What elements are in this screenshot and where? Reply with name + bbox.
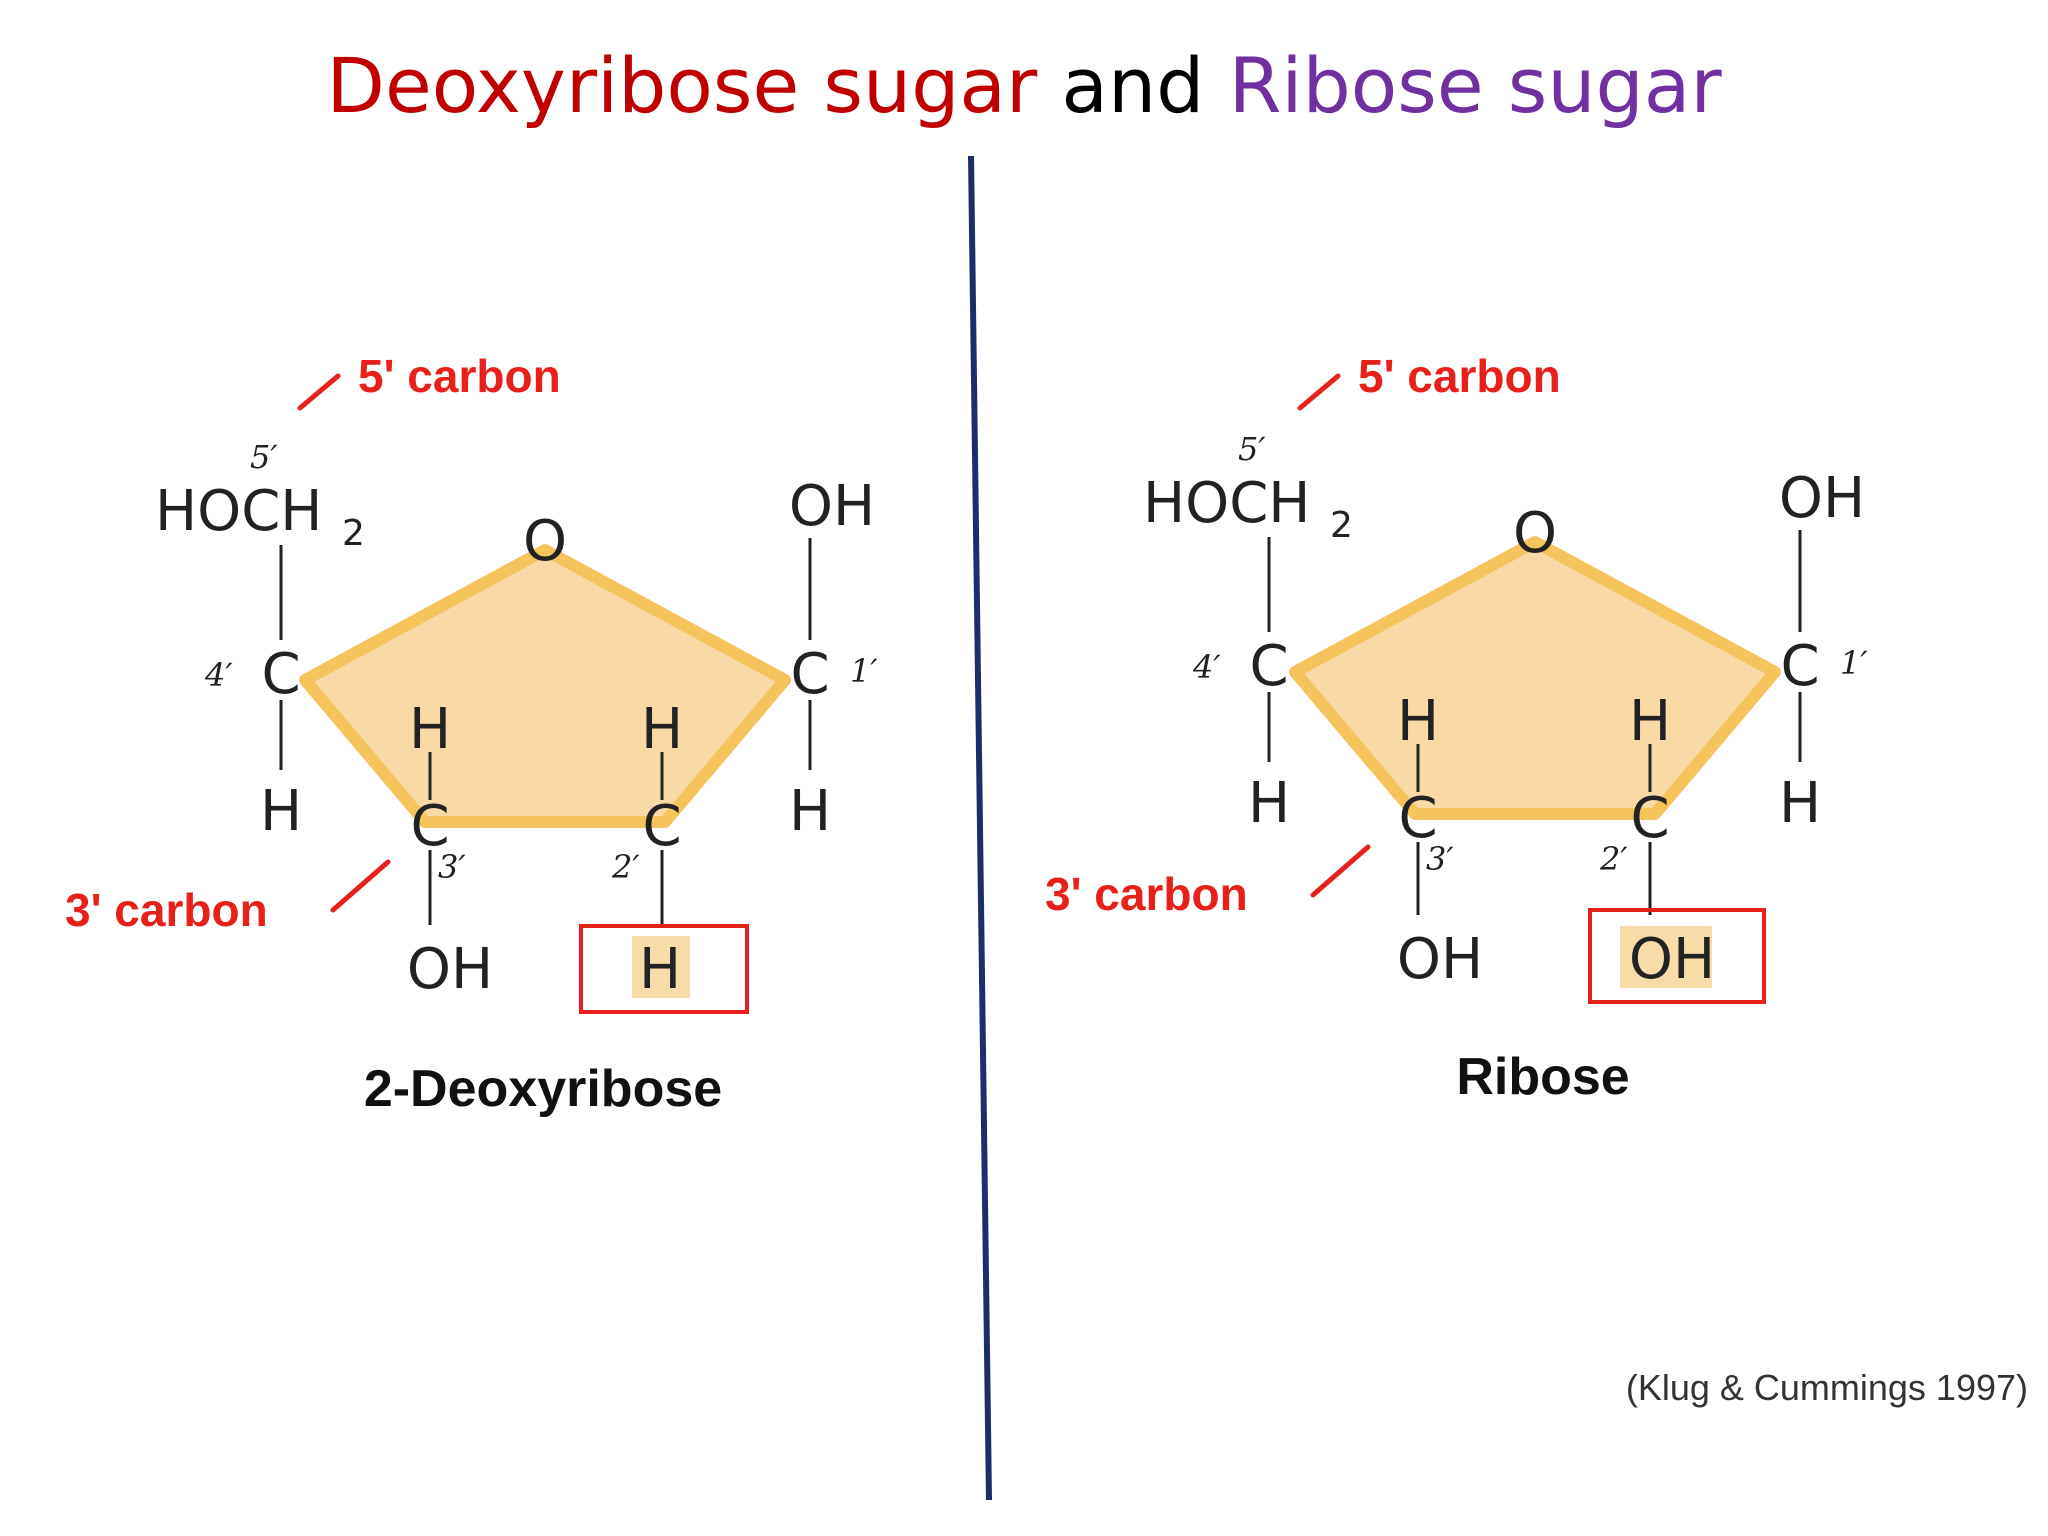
ribose-pos2: 2′	[1599, 840, 1628, 878]
ribose-pos5: 5′	[1238, 430, 1266, 468]
title-and: and	[1037, 41, 1229, 130]
ribose-highlight-box	[1588, 908, 1766, 1004]
deoxy-h-c3-top: H	[409, 697, 451, 762]
ribose-5-callout-line	[1297, 373, 1341, 411]
deoxy-hoch: HOCH	[155, 479, 322, 544]
deoxy-ring-oxygen: O	[523, 509, 567, 574]
ribose-pos1: 1′	[1840, 644, 1868, 682]
deoxy-c2: C	[642, 794, 681, 859]
deoxy-3-callout-line	[330, 859, 391, 913]
ribose-c4: C	[1249, 634, 1288, 699]
deoxy-pos1: 1′	[850, 652, 878, 690]
citation: (Klug & Cummings 1997)	[1626, 1367, 2028, 1408]
ribose-pos4: 4′	[1192, 648, 1221, 686]
ribose-3-carbon-label: 3' carbon	[1045, 868, 1248, 920]
ribose-hoch: HOCH	[1143, 471, 1310, 536]
deoxy-pos4: 4′	[204, 656, 233, 694]
ribose-c2: C	[1630, 786, 1669, 851]
deoxy-hoch-sub: 2	[342, 513, 365, 554]
ribose-hoch-sub: 2	[1330, 505, 1353, 546]
title-ribose: Ribose sugar	[1228, 41, 1722, 130]
deoxy-highlight-box	[579, 924, 749, 1014]
ribose-5-carbon-label: 5' carbon	[1358, 350, 1561, 402]
ribose-name: Ribose	[1456, 1048, 1629, 1106]
ribose-structure: 5' carbon 3' carbon 5′ HOCH 2 O OH 4′ C …	[1045, 350, 1868, 1106]
deoxy-h-c1: H	[789, 779, 831, 844]
ribose-ring	[1289, 536, 1781, 820]
deoxy-h-c4: H	[260, 779, 302, 844]
ribose-3-callout-line	[1310, 844, 1371, 898]
title-deoxyribose: Deoxyribose sugar	[326, 41, 1038, 130]
deoxy-5-callout-line	[297, 373, 341, 411]
ribose-h-c2-top: H	[1629, 689, 1671, 754]
divider-line	[968, 155, 992, 1501]
deoxy-h-c2-boxed: H	[639, 937, 681, 1002]
deoxy-oh-c1: OH	[789, 474, 875, 539]
ribose-oh-c3: OH	[1397, 927, 1483, 992]
deoxy-pos5: 5′	[250, 438, 278, 476]
deoxyribose-structure: 5' carbon 3' carbon 5′ HOCH 2 O OH 4′ C …	[65, 350, 878, 1118]
ribose-c1: C	[1780, 634, 1819, 699]
ribose-pos3: 3′	[1426, 840, 1454, 878]
ribose-oh-c2-boxed: OH	[1629, 927, 1715, 992]
ribose-c3: C	[1398, 786, 1437, 851]
deoxy-5-carbon-label: 5' carbon	[358, 350, 561, 402]
ribose-ring-oxygen: O	[1513, 501, 1557, 566]
deoxy-c1: C	[790, 642, 829, 707]
deoxyribose-ring	[299, 544, 791, 828]
deoxy-c3: C	[410, 794, 449, 859]
deoxy-c4: C	[261, 642, 300, 707]
ribose-oh-highlight	[1620, 926, 1712, 988]
ribose-h-c1: H	[1779, 771, 1821, 836]
deoxy-3-carbon-label: 3' carbon	[65, 884, 268, 936]
deoxy-pos3: 3′	[438, 848, 466, 886]
slide-title: Deoxyribose sugar and Ribose sugar	[0, 48, 2048, 124]
deoxy-h-c2-top: H	[641, 697, 683, 762]
ribose-h-c4: H	[1248, 771, 1290, 836]
deoxy-oh-c3: OH	[407, 937, 493, 1002]
deoxyribose-name: 2-Deoxyribose	[364, 1060, 722, 1118]
ribose-h-c3-top: H	[1397, 689, 1439, 754]
ribose-oh-c1: OH	[1779, 466, 1865, 531]
deoxy-h-highlight	[632, 936, 690, 998]
deoxy-pos2: 2′	[611, 848, 640, 886]
